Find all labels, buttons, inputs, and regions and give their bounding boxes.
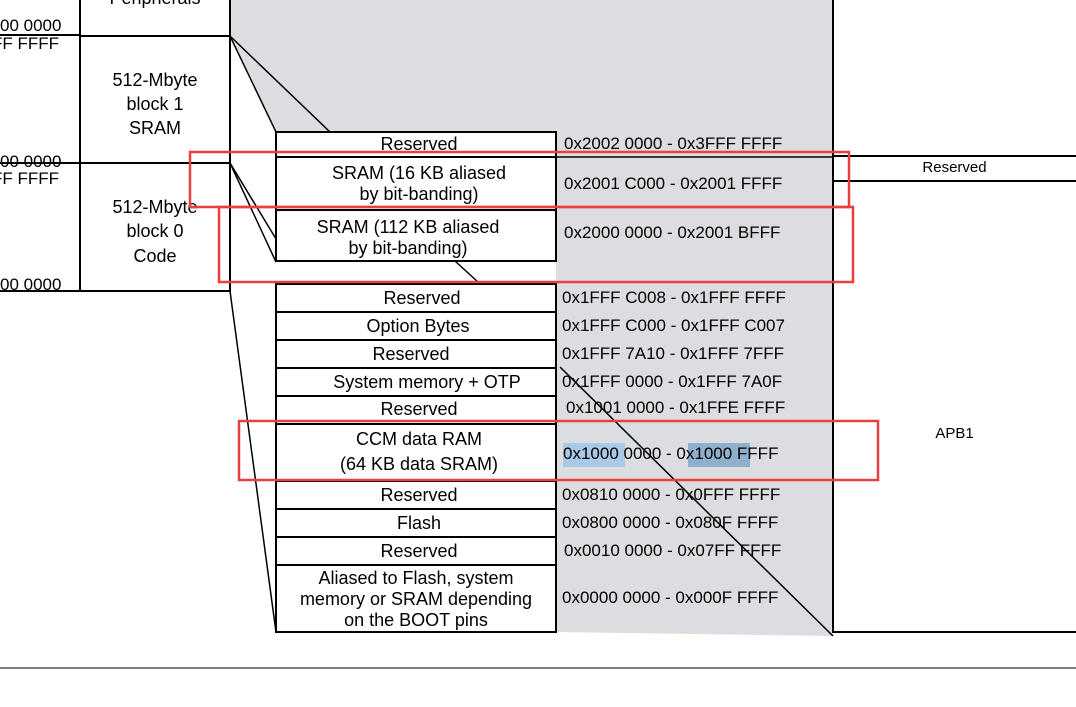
region-name: CCM data RAM — [355, 429, 483, 449]
block0-line: block 0 — [126, 221, 184, 241]
region-address: 0x0010 0000 - 0x07FF FFFF — [564, 541, 782, 560]
peripherals-block-label: Peripherals — [80, 0, 230, 8]
region-name: Reserved — [383, 288, 461, 308]
block1-line: block 1 — [126, 94, 184, 114]
region-name: memory or SRAM depending — [299, 589, 533, 609]
region-address: 0x2000 0000 - 0x2001 BFFF — [564, 223, 781, 242]
region-address: 0x2001 C000 - 0x2001 FFFF — [564, 174, 783, 193]
region-address: 0x2002 0000 - 0x3FFF FFFF — [564, 134, 783, 153]
zoom-line-b1-b — [229, 35, 331, 133]
block1-line: SRAM — [128, 118, 181, 138]
region-name: System memory + OTP — [333, 372, 521, 392]
region-name: Reserved — [380, 134, 458, 154]
block0-line: Code — [133, 246, 177, 266]
region-address: 0x0810 0000 - 0x0FFF FFFF — [562, 485, 781, 504]
region-address: 0x1FFF C000 - 0x1FFF C007 — [562, 316, 785, 335]
region-name: Flash — [396, 513, 441, 533]
right-reserved-label: Reserved — [922, 159, 987, 176]
region-name: Aliased to Flash, system — [318, 568, 514, 588]
region-name: SRAM (112 KB aliased — [316, 217, 500, 237]
region-name: Reserved — [380, 541, 458, 561]
region-address: 0x0000 0000 - 0x000F FFFF — [562, 588, 779, 607]
zoom-line-b0-a — [229, 162, 277, 263]
zoom-line-b1-a — [229, 35, 277, 133]
left-address-label: 00 0000 — [0, 16, 62, 35]
region-name: by bit-banding) — [359, 184, 479, 204]
left-address-label: 00 0000 — [0, 152, 62, 171]
region-address: 0x1001 0000 - 0x1FFE FFFF — [566, 398, 786, 417]
block1-box — [79, 35, 231, 164]
region-name: Reserved — [380, 399, 458, 419]
region-name: Reserved — [372, 344, 450, 364]
region-address: 0x1FFF 0000 - 0x1FFF 7A0F — [562, 372, 783, 391]
region-address: 0x1000 0000 - 0x1000 FFFF — [563, 444, 779, 463]
region-address: 0x1FFF 7A10 - 0x1FFF 7FFF — [562, 344, 784, 363]
region-name: on the BOOT pins — [344, 610, 488, 630]
right-panel-box — [832, 0, 1076, 633]
apb1-label: APB1 — [935, 425, 974, 442]
block1-line: 512-Mbyte — [112, 70, 198, 90]
region-name: by bit-banding) — [348, 238, 468, 258]
region-name: Reserved — [380, 485, 458, 505]
zoom-line-b0-c — [229, 290, 277, 633]
region-address: 0x1FFF C008 - 0x1FFF FFFF — [562, 288, 786, 307]
zoom-line-sram — [454, 260, 479, 283]
zoom-line-lower — [559, 366, 834, 637]
region-address: 0x0800 0000 - 0x080F FFFF — [562, 513, 779, 532]
region-name: (64 KB data SRAM) — [339, 454, 499, 474]
block0-line: 512-Mbyte — [112, 197, 198, 217]
left-address-label: FF FFFF — [0, 169, 60, 188]
left-address-label: FF FFFF — [0, 34, 60, 53]
region-name: Option Bytes — [366, 316, 470, 336]
left-address-label: 00 0000 — [0, 275, 62, 294]
region-name: SRAM (16 KB aliased — [331, 163, 507, 183]
